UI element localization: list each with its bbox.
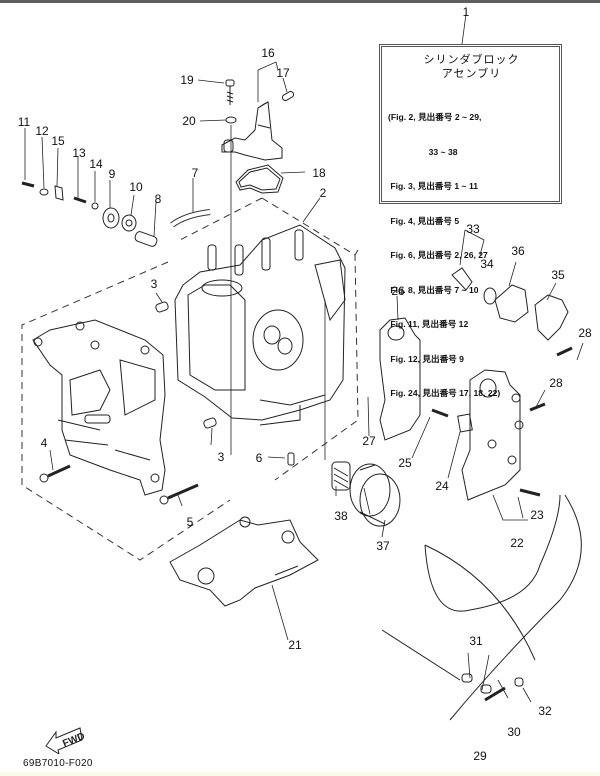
reference-line: Fig. 11, 見出番号 12 (388, 319, 469, 329)
part-label-22[interactable]: 22 (510, 536, 524, 550)
part-label-23[interactable]: 23 (530, 508, 544, 522)
part-label-2[interactable]: 2 (319, 186, 327, 200)
reference-line: (Fig. 2, 見出番号 2 ~ 29, (388, 112, 482, 122)
part-label-28[interactable]: 28 (549, 376, 563, 390)
part-label-14[interactable]: 14 (89, 157, 103, 171)
forward-arrow-icon: FWD (45, 727, 87, 754)
part-label-34[interactable]: 34 (480, 257, 494, 271)
legend-box: シリンダブロック アセンブリ (Fig. 2, 見出番号 2 ~ 29, 33 … (379, 44, 562, 398)
part-label-28[interactable]: 28 (578, 326, 592, 340)
part-label-33[interactable]: 33 (466, 222, 480, 236)
part-label-3[interactable]: 3 (150, 277, 158, 291)
part-label-24[interactable]: 24 (435, 479, 449, 493)
figure-code: 69B7010-F020 (23, 758, 93, 769)
part-label-31[interactable]: 31 (469, 634, 483, 648)
reference-line: 33 ~ 38 (388, 146, 458, 157)
part-label-15[interactable]: 15 (51, 134, 65, 148)
crankcase (32, 319, 166, 496)
top-cover (221, 101, 283, 161)
reference-line: Fig. 4, 見出番号 5 (388, 215, 460, 226)
gasket-26 (379, 317, 421, 441)
part-label-3[interactable]: 3 (217, 450, 225, 464)
part-label-29[interactable]: 29 (473, 749, 487, 763)
part-label-20[interactable]: 20 (182, 114, 196, 128)
part-label-13[interactable]: 13 (72, 146, 86, 160)
plate-24 (457, 413, 473, 433)
bolt-19 (225, 79, 235, 105)
legend-references: (Fig. 2, 見出番号 2 ~ 29, 33 ~ 38 Fig. 3, 見出… (388, 89, 555, 423)
reference-line: Fig. 3, 見出番号 1 ~ 11 (388, 181, 479, 191)
part-label-19[interactable]: 19 (180, 73, 194, 87)
part-label-9[interactable]: 9 (108, 167, 116, 181)
reference-line: Fig. 12, 見出番号 9 (388, 353, 464, 364)
washer-20 (225, 116, 237, 124)
part-label-30[interactable]: 30 (507, 725, 521, 739)
thermostat (451, 267, 573, 412)
part-label-10[interactable]: 10 (129, 180, 143, 194)
bolt-25 (431, 408, 449, 418)
part-label-7[interactable]: 7 (191, 166, 199, 180)
part-label-37[interactable]: 37 (376, 539, 390, 553)
assembly-boundary (21, 197, 359, 561)
part-label-11[interactable]: 11 (17, 115, 31, 129)
cylinder-block (174, 224, 346, 426)
dowels-and-bolts (39, 301, 295, 505)
legend-title-line2: アセンブリ (441, 68, 502, 80)
hoses (381, 488, 582, 721)
oil-filter (331, 461, 401, 527)
part-label-26[interactable]: 26 (391, 284, 405, 298)
cover-22 (461, 369, 524, 501)
part-label-32[interactable]: 32 (538, 704, 552, 718)
part-label-27[interactable]: 27 (362, 434, 376, 448)
gasket-21 (169, 516, 319, 607)
part-label-25[interactable]: 25 (398, 456, 412, 470)
part-label-5[interactable]: 5 (186, 515, 194, 529)
bottom-strip (0, 772, 600, 776)
side-parts (21, 181, 211, 247)
gasket-18 (235, 164, 284, 194)
part-label-16[interactable]: 16 (261, 46, 275, 60)
part-label-18[interactable]: 18 (312, 166, 326, 180)
reference-line: Fig. 8, 見出番号 7 ~ 10 (388, 284, 479, 295)
part-label-38[interactable]: 38 (334, 509, 348, 523)
reference-line: Fig. 24, 見出番号 17, 18, 22) (388, 388, 501, 398)
part-label-17[interactable]: 17 (276, 66, 290, 80)
part-label-6[interactable]: 6 (255, 451, 263, 465)
pin-17 (281, 91, 295, 101)
top-border (0, 0, 600, 3)
part-label-36[interactable]: 36 (511, 244, 525, 258)
part-label-4[interactable]: 4 (40, 436, 48, 450)
callout-1[interactable]: 1 (462, 5, 470, 19)
part-label-21[interactable]: 21 (288, 638, 302, 652)
leader-lines (24, 13, 584, 703)
part-label-35[interactable]: 35 (551, 268, 565, 282)
legend-title-line1: シリンダブロック (423, 54, 520, 66)
part-label-8[interactable]: 8 (154, 192, 162, 206)
reference-line: Fig. 6, 見出番号 2, 26, 27 (388, 250, 488, 260)
part-label-12[interactable]: 12 (35, 124, 49, 138)
